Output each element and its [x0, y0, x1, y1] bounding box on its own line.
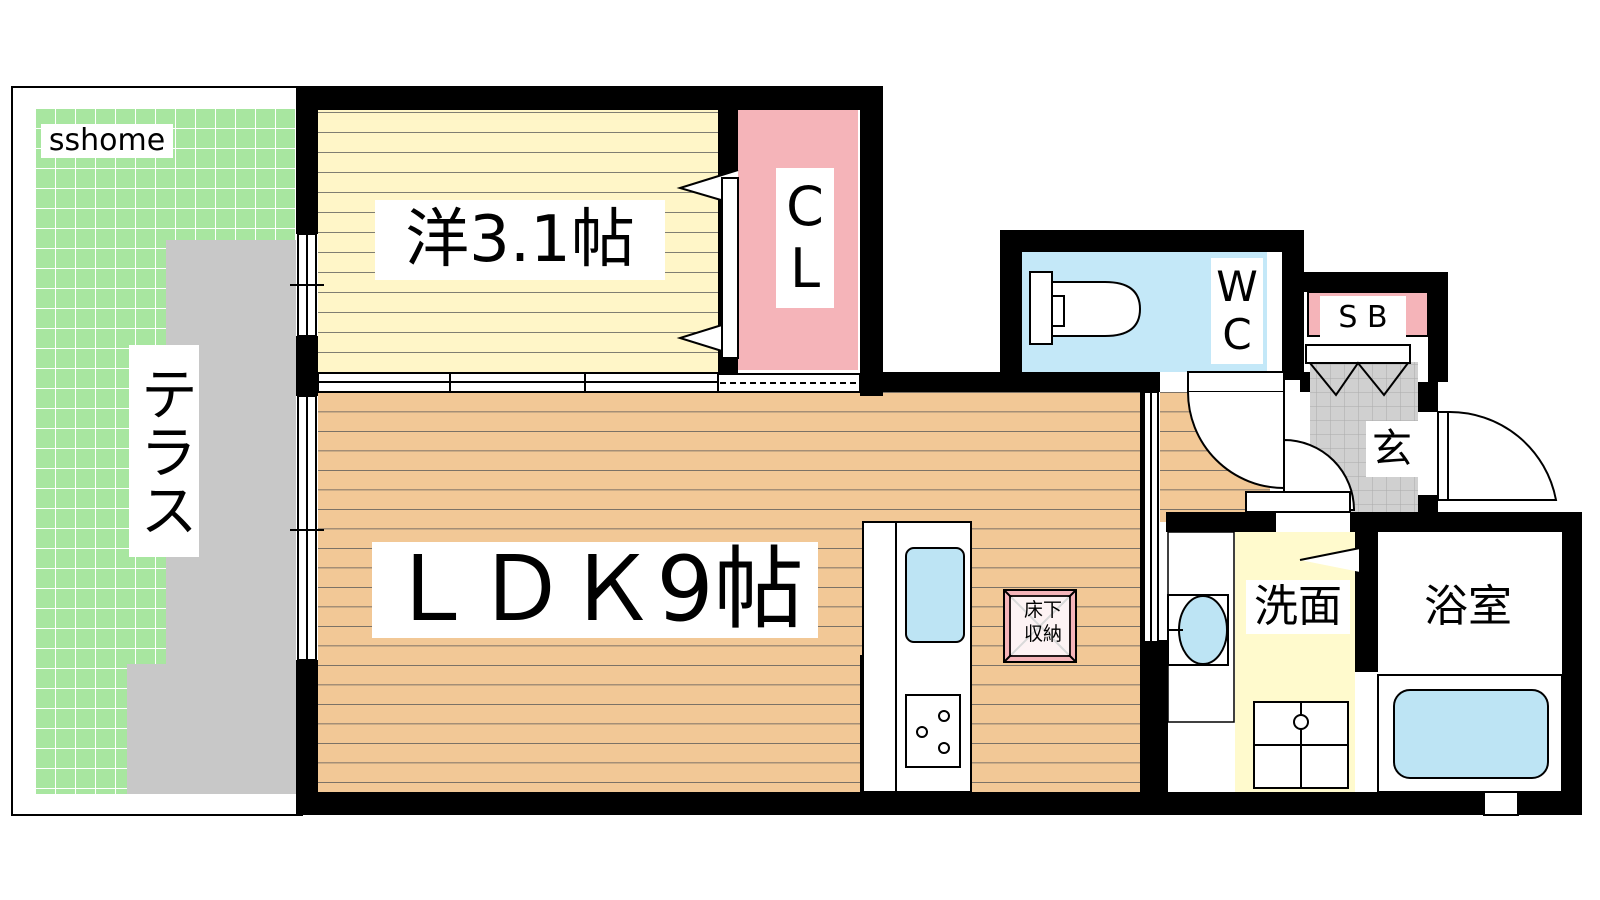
- storage-label-line2: 収納: [1023, 623, 1062, 645]
- sliding-door-western: [317, 372, 861, 393]
- room-label-western: 洋3.1帖: [375, 200, 665, 280]
- underfloor-storage: [1003, 589, 1077, 663]
- brand-watermark: sshome: [41, 124, 173, 158]
- walls: [296, 86, 1582, 815]
- closet-label-line1: C: [786, 174, 824, 238]
- washer-tray: [1253, 701, 1349, 789]
- room-label-terrace: テラス: [129, 345, 199, 557]
- room-label-ldk: ＬＤＫ9帖: [372, 542, 818, 638]
- room-label-washroom: 洗面: [1246, 580, 1350, 634]
- room-label-shoe-box: S B: [1320, 296, 1406, 340]
- washroom-door: [1245, 438, 1356, 513]
- room-label-underfloor-storage: 床下 収納: [1012, 593, 1074, 653]
- toilet: [1029, 271, 1142, 345]
- room-label-genkan: 玄: [1366, 421, 1418, 477]
- vanity-basin: [1167, 594, 1229, 666]
- vanity-door: [1299, 546, 1361, 572]
- windows: [290, 233, 1159, 661]
- closet-doors: [676, 169, 739, 359]
- room-label-closet: C L: [776, 168, 834, 308]
- wc-door: [1187, 371, 1285, 490]
- room-label-bathroom: 浴室: [1410, 578, 1526, 636]
- storage-label-line1: 床下: [1023, 599, 1062, 622]
- bathtub: [1377, 674, 1563, 816]
- wc-label-line2: C: [1222, 310, 1252, 359]
- terrace: [11, 86, 303, 816]
- wc-label-line1: W: [1216, 261, 1258, 311]
- closet-label-line2: L: [789, 237, 821, 300]
- room-label-wc: W C: [1211, 258, 1263, 364]
- kitchen-counter: [862, 521, 972, 793]
- entrance-door: [1437, 410, 1558, 501]
